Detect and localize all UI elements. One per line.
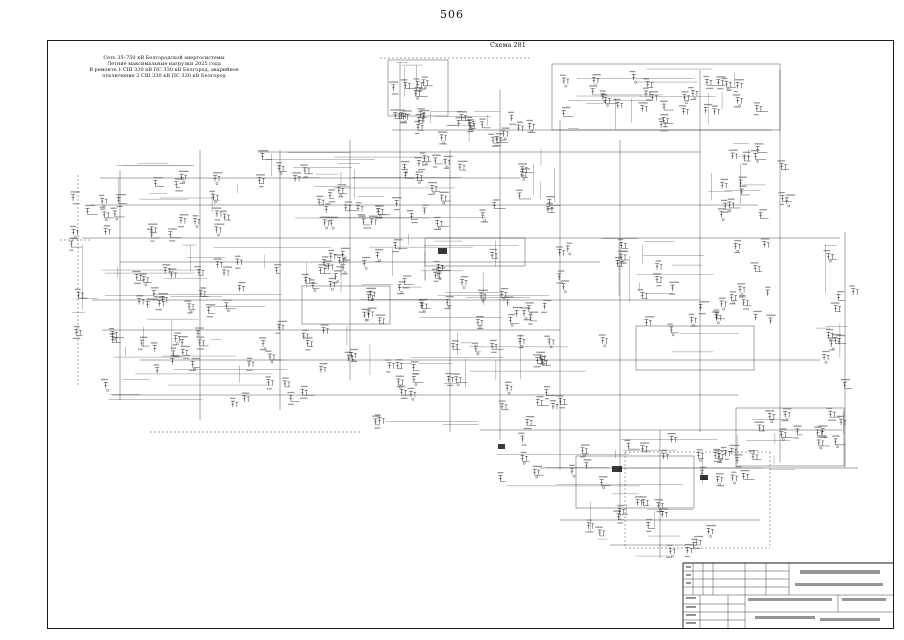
scheme-title: Схема 281 <box>490 41 526 49</box>
drawing-frame <box>47 40 894 629</box>
legend-line: отключение 2 СШ 330 кВ ПС 330 кВ Белгоро… <box>102 73 226 79</box>
legend-line: В ремонте 1 СШ 330 кВ ПС 330 кВ Белгород… <box>89 67 239 73</box>
page-number: 506 <box>440 8 464 21</box>
legend-line: Летние максимальные нагрузки 2025 года <box>107 61 221 67</box>
legend-block: Сеть 35–750 кВ Белгородской энергосистем… <box>85 55 243 79</box>
legend-line: Сеть 35–750 кВ Белгородской энергосистем… <box>103 55 225 61</box>
